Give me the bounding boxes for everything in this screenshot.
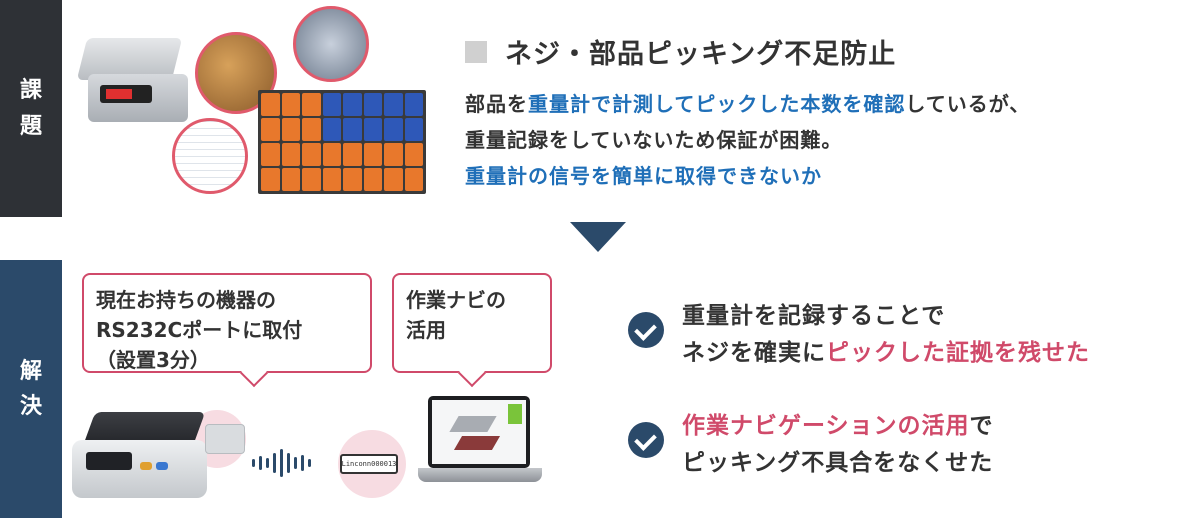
receiver-label: Linconn000013 xyxy=(341,460,397,468)
washers-photo-bubble xyxy=(293,6,369,82)
issue-heading: ネジ・部品ピッキング不足防止 xyxy=(465,32,896,71)
issue-heading-text: ネジ・部品ピッキング不足防止 xyxy=(505,39,897,70)
issue-line-3: 重量計の信号を簡単に取得できないか xyxy=(465,164,822,188)
issue-label-char-2: 題 xyxy=(19,113,42,139)
result-1-line-2-a: ネジを確実に xyxy=(682,340,826,366)
solution-label-char-2: 決 xyxy=(19,394,42,419)
callout-device-line-1: 現在お持ちの機器の xyxy=(96,288,276,312)
callout-navi-line-1: 作業ナビの xyxy=(406,288,506,312)
usb-receiver: Linconn000013 xyxy=(340,454,398,474)
issue-label: 課 題 xyxy=(0,0,62,217)
issue-line-1-c: しているが、 xyxy=(905,92,1031,116)
result-2-line-2: ピッキング不具合をなくせた xyxy=(682,450,994,476)
parts-bin-rack xyxy=(258,90,426,194)
issue-line-1-a: 部品を xyxy=(465,92,528,116)
result-item-2: 作業ナビゲーションの活用で ピッキング不具合をなくせた xyxy=(628,408,994,482)
scale-button-orange xyxy=(140,462,152,470)
scale-button-blue xyxy=(156,462,168,470)
check-circle-icon xyxy=(628,312,664,348)
callout-device-line-3: （設置3分） xyxy=(96,348,210,372)
callout-device-line-2: RS232Cポートに取付 xyxy=(96,318,303,342)
result-1-text: 重量計を記録することで ネジを確実にピックした証拠を残せた xyxy=(682,298,1090,372)
laptop-app-display xyxy=(432,400,526,464)
issue-line-2: 重量記録をしていないため保証が困難。 xyxy=(465,128,843,152)
wireless-signal-icon xyxy=(252,448,311,478)
issue-label-char-1: 課 xyxy=(19,78,42,104)
device-install-callout: 現在お持ちの機器の RS232Cポートに取付 （設置3分） xyxy=(82,273,372,373)
issue-line-1-highlight: 重量計で計測してピックした本数を確認 xyxy=(528,92,906,116)
laptop-base xyxy=(418,468,542,482)
result-1-highlight: ピックした証拠を残せた xyxy=(826,340,1090,366)
solution-label-char-1: 解 xyxy=(19,358,42,384)
result-2-line-1: 作業ナビゲーションの活用で xyxy=(682,408,994,445)
result-2-highlight: 作業ナビゲーションの活用 xyxy=(682,413,970,439)
work-navi-callout: 作業ナビの 活用 xyxy=(392,273,552,373)
callout-navi-line-2: 活用 xyxy=(406,318,446,342)
result-1-line-1: 重量計を記録することで xyxy=(682,303,946,329)
result-1-line-2: ネジを確実にピックした証拠を残せた xyxy=(682,335,1090,372)
heading-square-icon xyxy=(465,40,487,63)
check-circle-icon xyxy=(628,422,664,458)
result-2-text: 作業ナビゲーションの活用で ピッキング不具合をなくせた xyxy=(682,408,994,482)
solution-label: 解 決 xyxy=(0,260,62,518)
issue-line-1: 部品を重量計で計測してピックした本数を確認しているが、 xyxy=(465,86,1030,122)
issue-description: 部品を重量計で計測してピックした本数を確認しているが、 重量記録をしていないため… xyxy=(465,86,1030,194)
checklist-paper-bubble xyxy=(172,118,248,194)
result-item-1: 重量計を記録することで ネジを確実にピックした証拠を残せた xyxy=(628,298,1090,372)
laptop-screen xyxy=(428,396,530,468)
result-2-line-1-b: で xyxy=(969,413,994,439)
rs232c-adapter-icon xyxy=(205,424,245,454)
digital-scale-display xyxy=(86,452,132,470)
weighing-scale-display xyxy=(100,85,152,103)
down-arrow-icon xyxy=(570,222,626,252)
